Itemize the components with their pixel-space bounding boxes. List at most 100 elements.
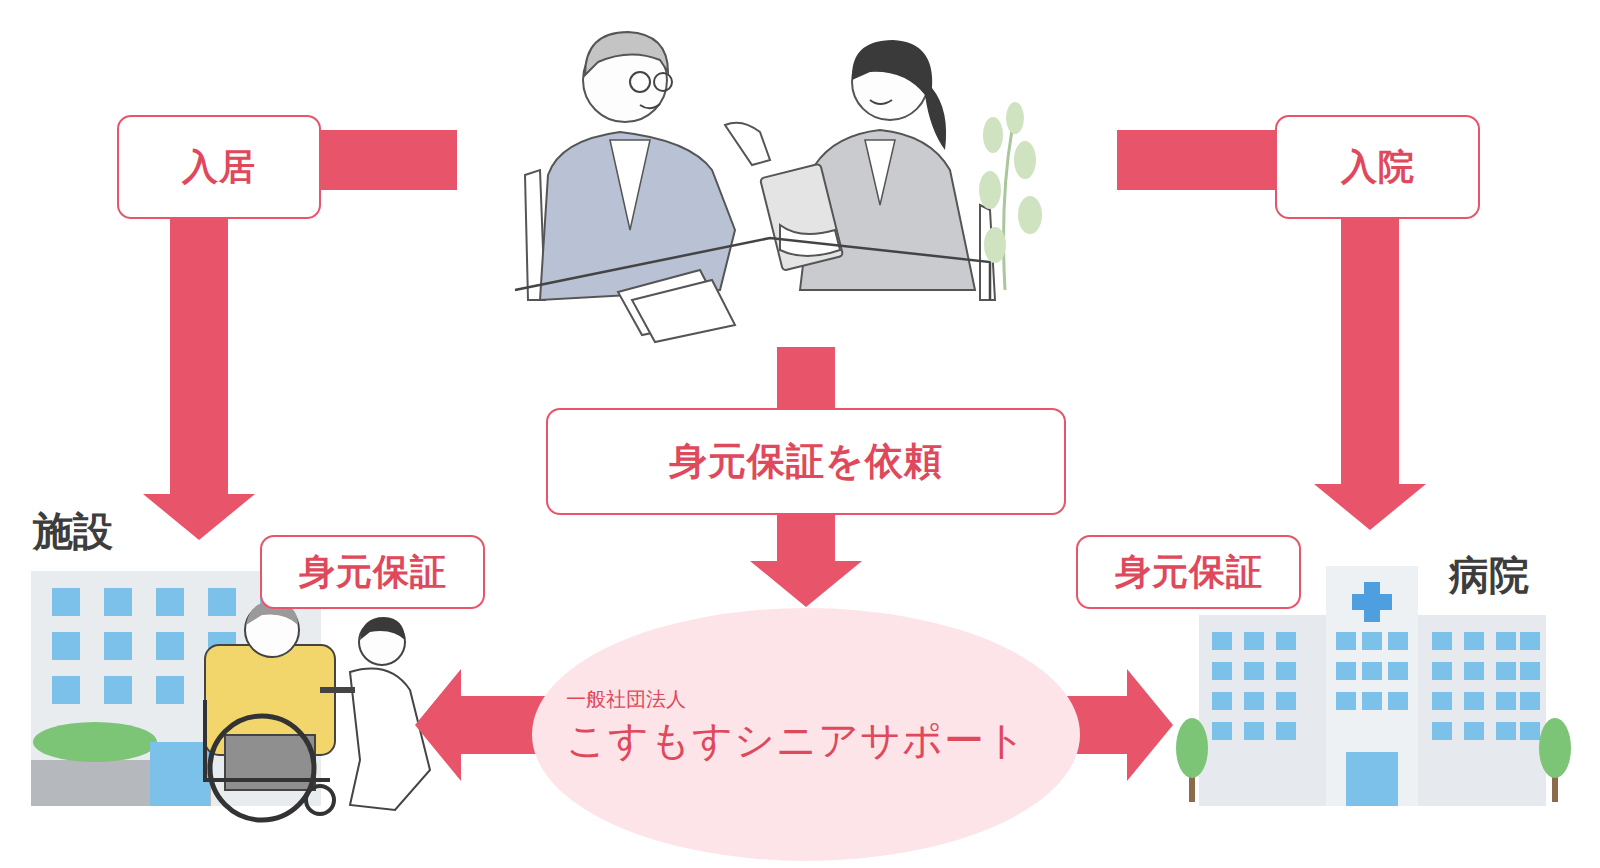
- consultation-illustration: [515, 32, 1042, 342]
- hospital-building: [1212, 692, 1232, 710]
- hospital-building: [1496, 722, 1516, 740]
- hospital-building: [1496, 692, 1516, 710]
- wheelchair-illustration: [360, 617, 405, 640]
- hospital-building: [1212, 662, 1232, 680]
- hospital-building: [1496, 662, 1516, 680]
- hospital-building: [1336, 662, 1356, 680]
- hospital-building: [1352, 582, 1392, 622]
- flow-arrow: [750, 515, 862, 607]
- facility-building: [52, 588, 80, 616]
- organization-name: こすもすシニアサポート: [566, 713, 1027, 768]
- hospital-building: [1244, 632, 1264, 650]
- facility-building: [52, 676, 80, 704]
- facility-building: [104, 676, 132, 704]
- consultation-illustration: [632, 280, 735, 342]
- hospital-building: [1418, 615, 1546, 806]
- box-label: 身元保証: [299, 548, 447, 597]
- facility-building: [156, 676, 184, 704]
- hospital-building: [1496, 632, 1516, 650]
- hospital-building: [1362, 692, 1382, 710]
- consultation-illustration: [1018, 196, 1042, 234]
- consultation-illustration: [725, 123, 770, 165]
- hospital-building: [1244, 662, 1264, 680]
- consultation-illustration: [870, 100, 892, 104]
- hospital-building: [1326, 566, 1418, 806]
- hospital-building: [1464, 692, 1484, 710]
- building-heading: 病院: [1449, 548, 1529, 603]
- flow-arrow: [1314, 219, 1426, 530]
- wheelchair-illustration: [205, 700, 330, 780]
- hospital-building: [1244, 692, 1264, 710]
- facility-building: [104, 588, 132, 616]
- flow-arrow: [143, 219, 255, 540]
- hospital-building: [1276, 692, 1296, 710]
- consultation-illustration: [640, 104, 660, 108]
- facility-building: [33, 722, 157, 762]
- hospital-building: [1362, 662, 1382, 680]
- hospital-building: [1388, 662, 1408, 680]
- box-label: 身元保証を依頼: [669, 436, 943, 487]
- consultation-illustration: [1004, 130, 1012, 290]
- feed-bars: [300, 130, 457, 190]
- consultation-illustration: [610, 140, 650, 230]
- feed-bars: [777, 347, 835, 413]
- hospital-building: [1388, 692, 1408, 710]
- hospital-building: [1432, 692, 1452, 710]
- facility-building: [156, 632, 184, 660]
- facility-building: [150, 742, 210, 806]
- hospital-building: [1212, 632, 1540, 740]
- hospital-building: [1520, 662, 1540, 680]
- feed-bars: [1117, 130, 1287, 190]
- box-label: 身元保証: [1115, 548, 1263, 597]
- action-box: 入居: [117, 115, 321, 219]
- consultation-illustration: [760, 164, 843, 271]
- consultation-illustration: [979, 171, 1001, 209]
- consultation-illustration: [515, 238, 990, 300]
- organization-ellipse: 一般社団法人こすもすシニアサポート: [531, 607, 1081, 862]
- consultation-illustration: [865, 140, 895, 205]
- consultation-illustration: [585, 32, 668, 75]
- consultation-illustration: [983, 117, 1003, 153]
- hospital-building: [1199, 615, 1326, 806]
- ellipse-text-group: 一般社団法人こすもすシニアサポート: [566, 686, 1027, 768]
- hospital-building: [1464, 722, 1484, 740]
- box-label: 入院: [1341, 143, 1415, 192]
- wheelchair-illustration: [350, 669, 430, 810]
- hospital-building: [1212, 632, 1232, 650]
- hospital-building: [1362, 632, 1382, 650]
- guarantee-box: 身元保証: [260, 535, 485, 609]
- facility-building: [104, 632, 132, 660]
- hospital-building: [1176, 718, 1208, 778]
- facility-building: [208, 588, 236, 616]
- hospital-building: [1388, 632, 1408, 650]
- hospital-building: [1276, 722, 1296, 740]
- hospital-building: [1432, 722, 1452, 740]
- flow-arrow: [415, 669, 553, 781]
- box-label: 入居: [182, 143, 256, 192]
- consultation-illustration: [1006, 102, 1024, 134]
- facility-building: [156, 588, 184, 616]
- hospital-building: [1520, 692, 1540, 710]
- hospital-building: [1336, 632, 1356, 650]
- ellipse-fill: [532, 608, 1080, 861]
- feed-bars: [300, 130, 1287, 413]
- wheelchair-illustration: [205, 602, 430, 820]
- hospital-building: [1244, 722, 1264, 740]
- consultation-illustration: [1014, 141, 1036, 179]
- wheelchair-illustration: [306, 786, 334, 814]
- hospital-building: [1539, 718, 1571, 778]
- hospital-node: 病院: [1173, 530, 1546, 806]
- hospital-building: [1276, 662, 1296, 680]
- consultation-illustration: [630, 72, 650, 92]
- consultation-illustration: [654, 73, 672, 91]
- building-heading: 施設: [33, 504, 113, 559]
- hospital-building: [1336, 692, 1356, 710]
- facility-building: [52, 632, 80, 660]
- organization-type: 一般社団法人: [566, 686, 686, 713]
- consultation-illustration: [984, 227, 1006, 263]
- hospital-building: [1464, 662, 1484, 680]
- hospital-building: [1520, 722, 1540, 740]
- hospital-building: [1212, 722, 1232, 740]
- action-box: 入院: [1275, 115, 1480, 219]
- hospital-building: [1432, 662, 1452, 680]
